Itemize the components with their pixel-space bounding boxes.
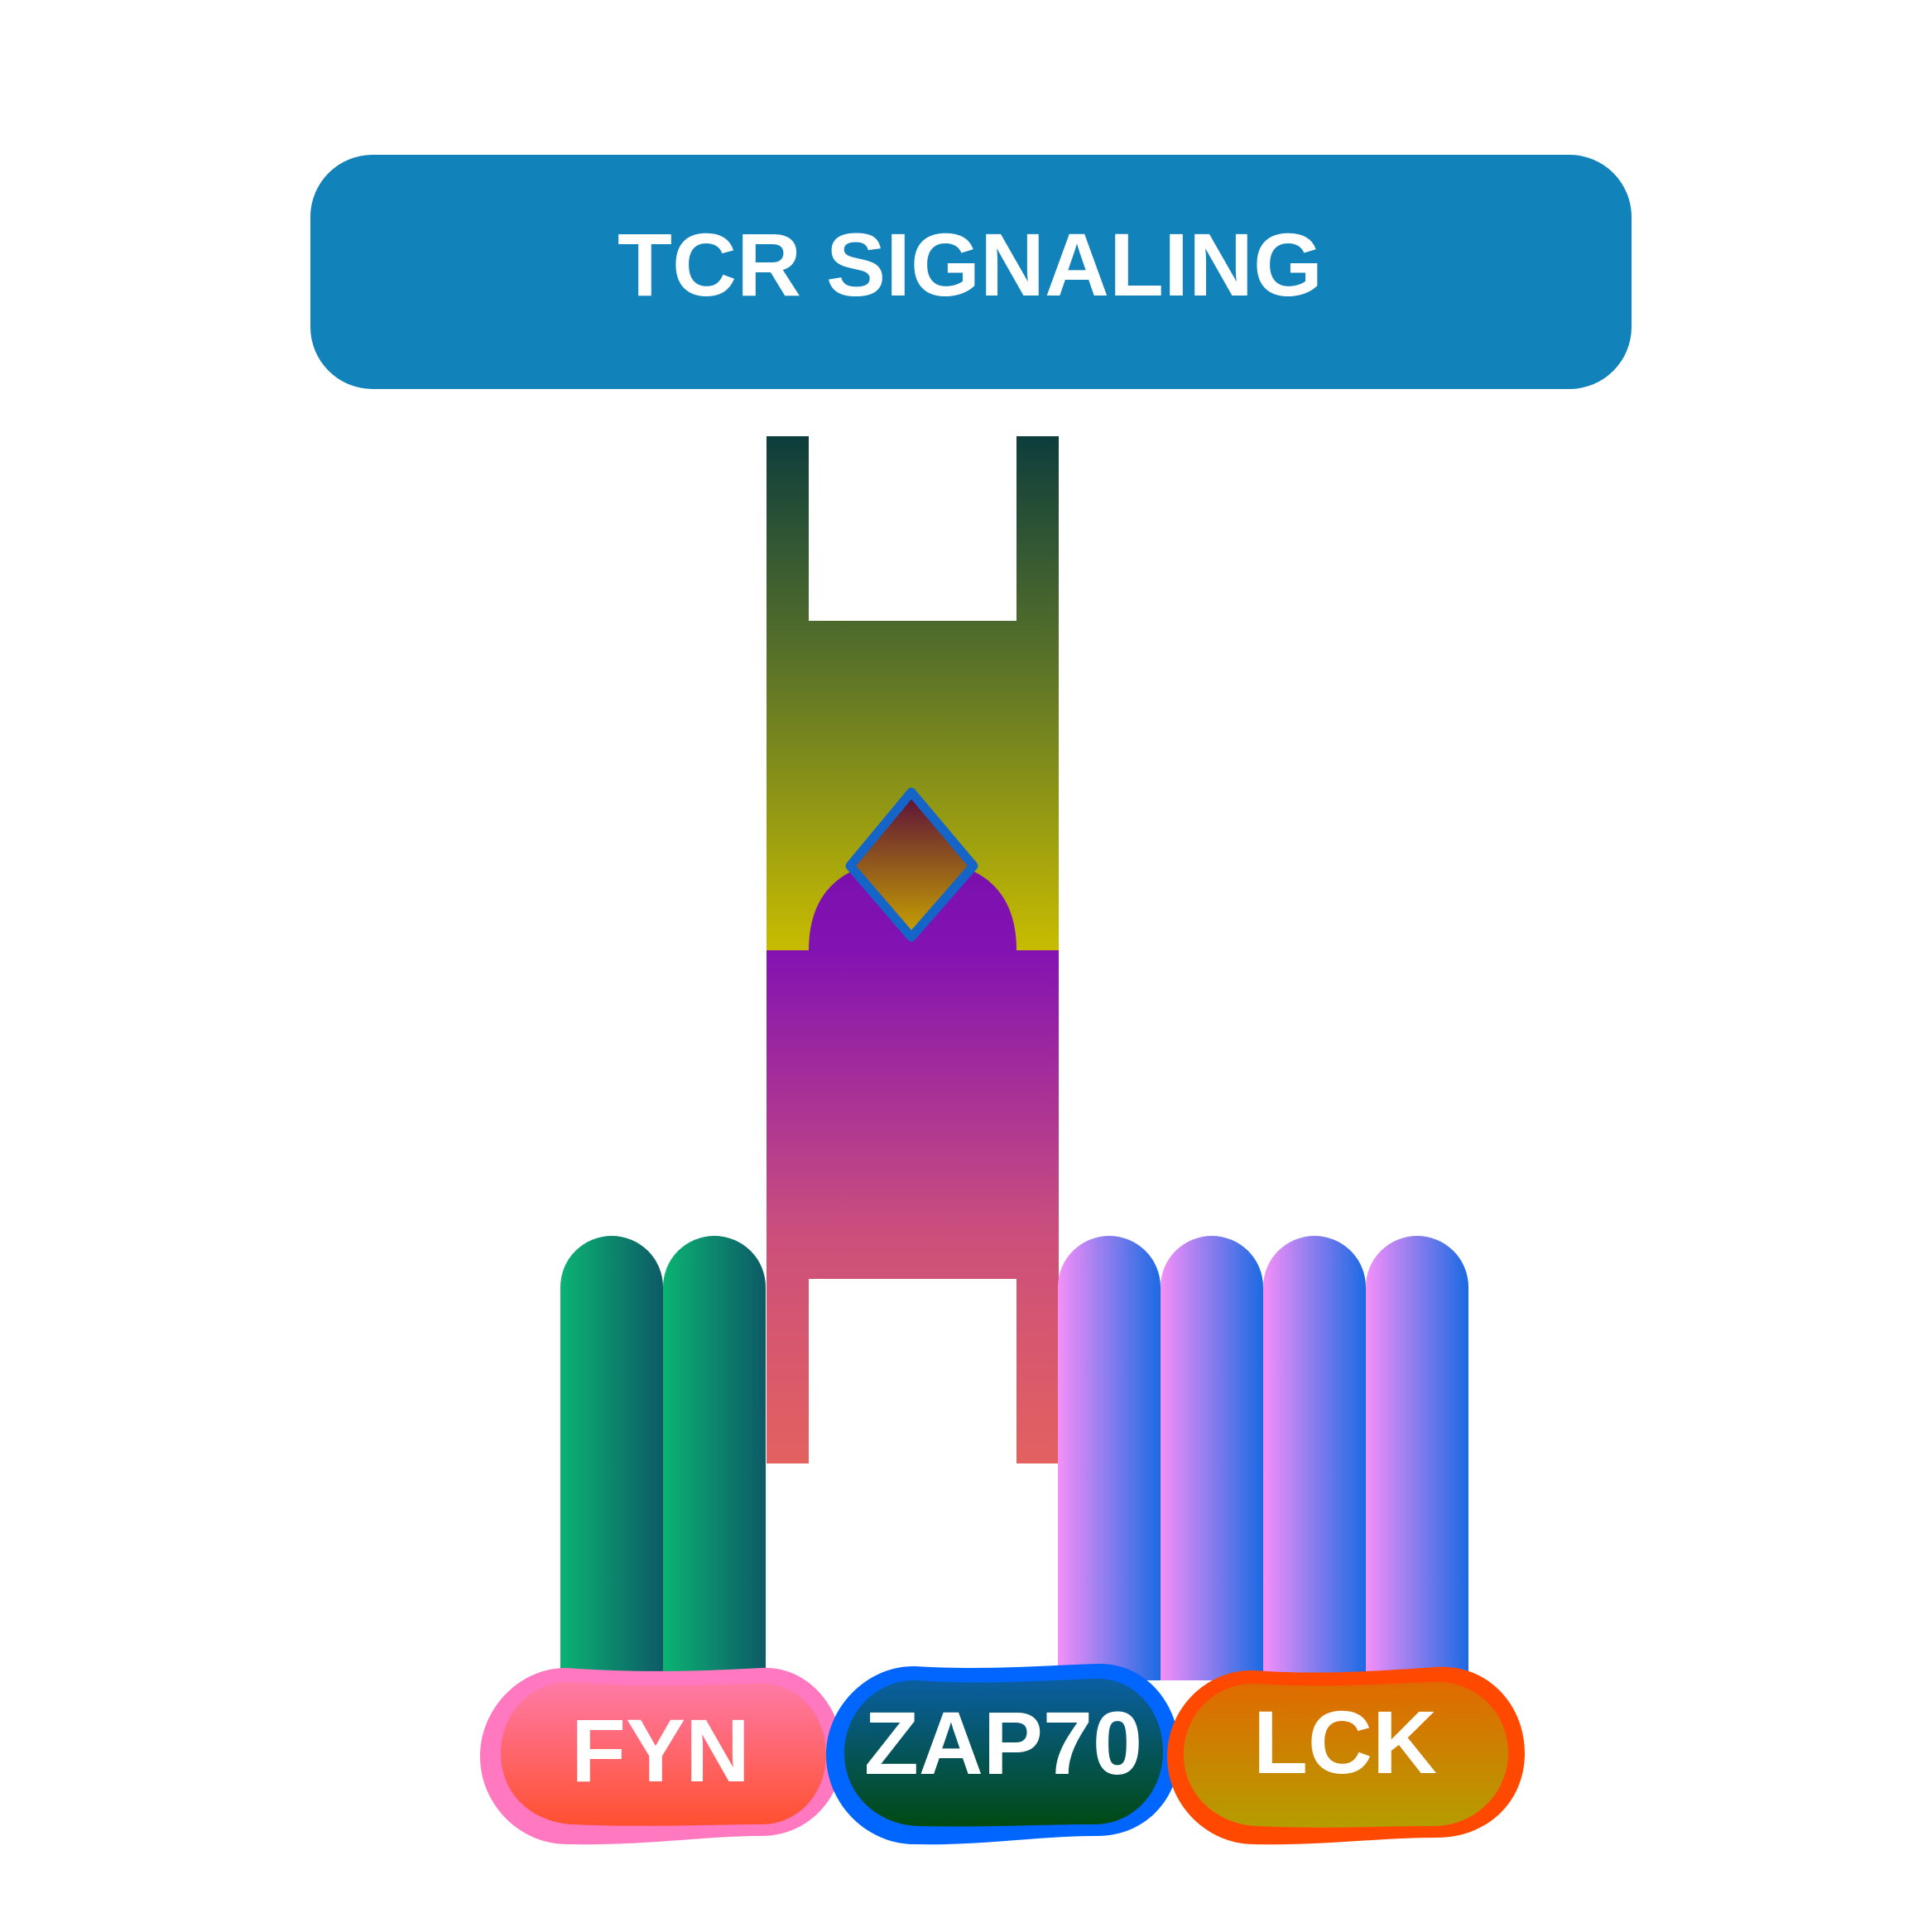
green-rod-1	[560, 1236, 663, 1680]
zap70-label: ZAP70	[864, 1693, 1142, 1793]
title-text: TCR SIGNALING	[618, 214, 1323, 315]
pink-rod-1	[1058, 1236, 1161, 1680]
zap70-kinase: ZAP70	[826, 1664, 1180, 1844]
lck-label: LCK	[1253, 1692, 1437, 1792]
fyn-label: FYN	[571, 1700, 750, 1800]
receptor-lower-chain	[767, 950, 1059, 1463]
pink-rod-3	[1263, 1236, 1366, 1680]
green-rod-2	[663, 1236, 766, 1680]
lck-kinase: LCK	[1167, 1667, 1525, 1844]
pink-rod-2	[1161, 1236, 1263, 1680]
pink-rod-4	[1366, 1236, 1468, 1680]
green-rod-group	[560, 1236, 766, 1680]
fyn-kinase: FYN	[480, 1668, 843, 1844]
pink-rod-group	[1058, 1236, 1468, 1680]
title-banner: TCR SIGNALING	[310, 155, 1632, 389]
